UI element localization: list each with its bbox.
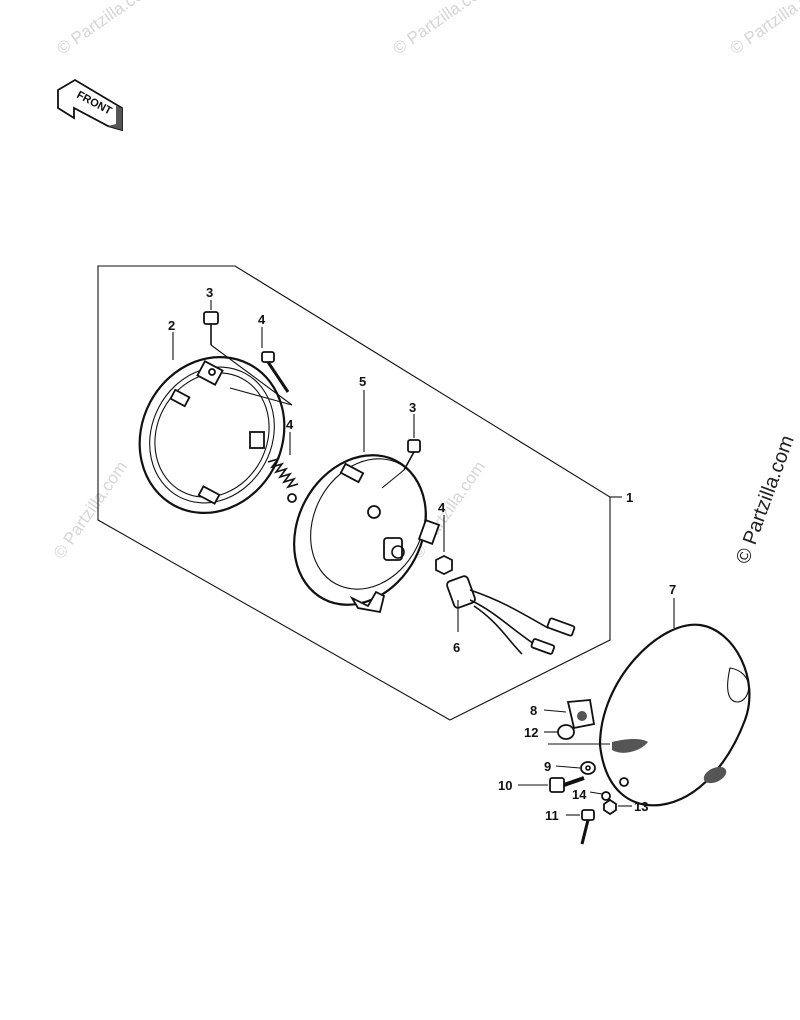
bolt <box>549 776 585 793</box>
callout-1: 1 <box>626 490 633 505</box>
callout-4-nut: 4 <box>438 500 446 515</box>
front-arrow-badge: FRONT <box>57 78 123 132</box>
mounting-bracket <box>566 699 596 730</box>
spring <box>267 457 299 503</box>
callout-9: 9 <box>544 759 551 774</box>
watermark-mid-left: © Partzilla.com <box>50 458 131 563</box>
callout-8: 8 <box>530 703 537 718</box>
callout-11: 11 <box>545 808 559 823</box>
headlight-rim <box>138 355 286 515</box>
callout-3-upper: 3 <box>206 285 213 300</box>
callout-12: 12 <box>524 725 538 740</box>
callout-5: 5 <box>359 374 366 389</box>
headlight-unit <box>293 454 441 614</box>
callout-13: 13 <box>634 799 648 814</box>
callout-2: 2 <box>168 318 175 333</box>
adjusting-screw <box>261 351 290 393</box>
headlight-housing <box>598 623 751 807</box>
unit-screw <box>381 439 421 489</box>
lock-washer <box>601 791 611 801</box>
callout-4-spring: 4 <box>286 417 294 432</box>
small-nut <box>603 798 617 816</box>
watermark-top-right: © Partzilla.com <box>726 0 800 58</box>
rim-screw <box>203 311 219 345</box>
callout-14: 14 <box>572 787 587 802</box>
bulb-socket <box>446 575 576 655</box>
callout-10: 10 <box>498 778 512 793</box>
callout-3-unit: 3 <box>409 400 416 415</box>
washer <box>580 761 596 775</box>
hex-nut <box>435 554 453 576</box>
callout-7: 7 <box>669 582 676 597</box>
watermark-mid-right: © Partzilla.com <box>732 433 799 567</box>
callout-6: 6 <box>453 640 460 655</box>
small-bolt <box>580 809 595 845</box>
collar <box>557 724 575 740</box>
assembly-boundary <box>97 265 611 721</box>
watermark-top-left: © Partzilla.com <box>53 0 158 58</box>
callout-4-upper: 4 <box>258 312 266 327</box>
watermark-top-center: © Partzilla.com <box>389 0 494 58</box>
